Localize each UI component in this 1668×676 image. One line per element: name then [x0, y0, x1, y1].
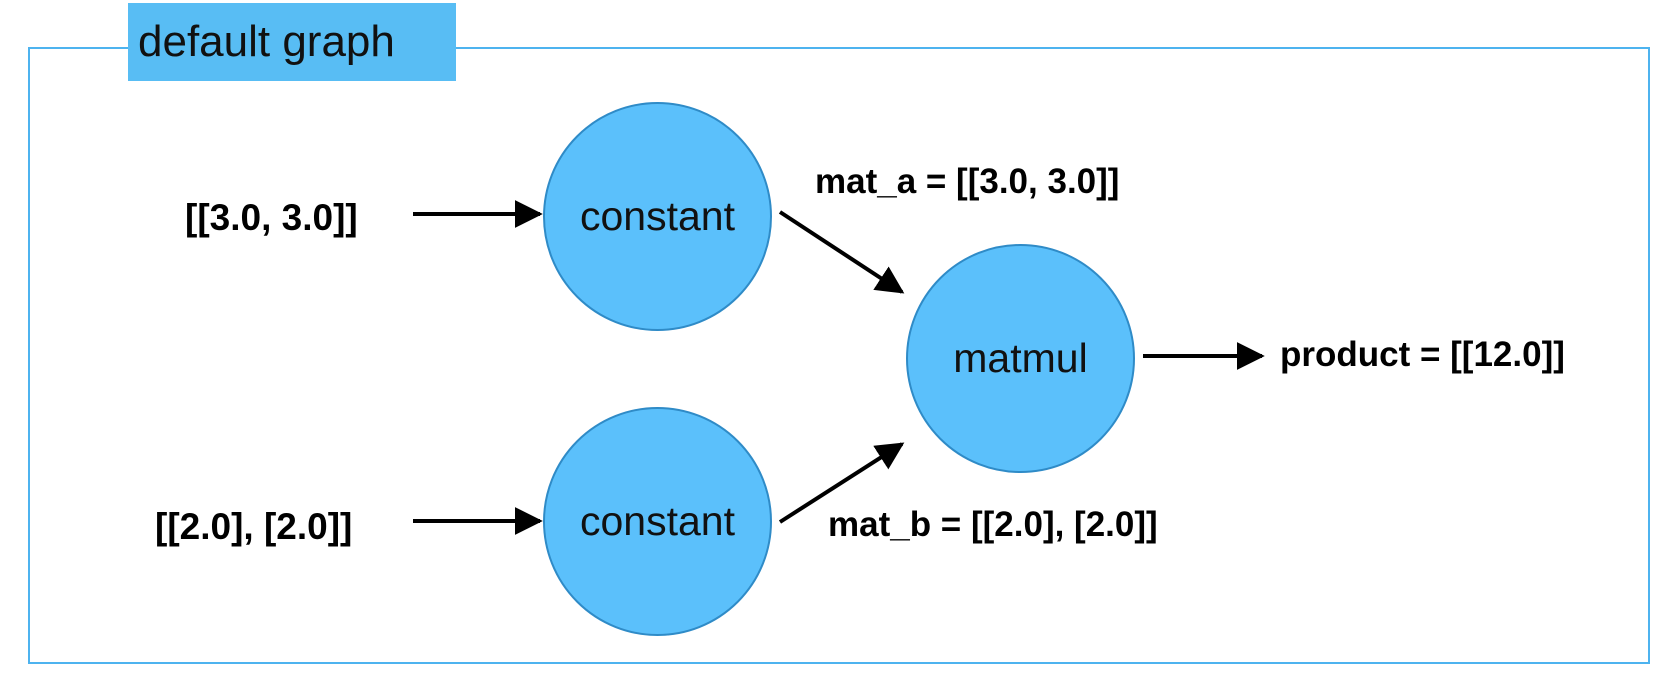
edge-arrow-mat-b [778, 442, 905, 524]
node-constant-b: constant [543, 407, 772, 636]
input-label-a: [[3.0, 3.0]] [185, 197, 358, 238]
edge-arrow-mat-a [778, 210, 905, 294]
output-label: product = [[12.0]] [1280, 335, 1565, 374]
graph-title: default graph [128, 3, 456, 81]
input-label-b: [[2.0], [2.0]] [155, 506, 353, 547]
node-constant-a: constant [543, 102, 772, 331]
edge-label-mat-a: mat_a = [[3.0, 3.0]] [815, 162, 1120, 201]
node-matmul: matmul [906, 244, 1135, 473]
graph-frame [28, 47, 1650, 664]
edge-label-mat-b: mat_b = [[2.0], [2.0]] [828, 505, 1158, 544]
